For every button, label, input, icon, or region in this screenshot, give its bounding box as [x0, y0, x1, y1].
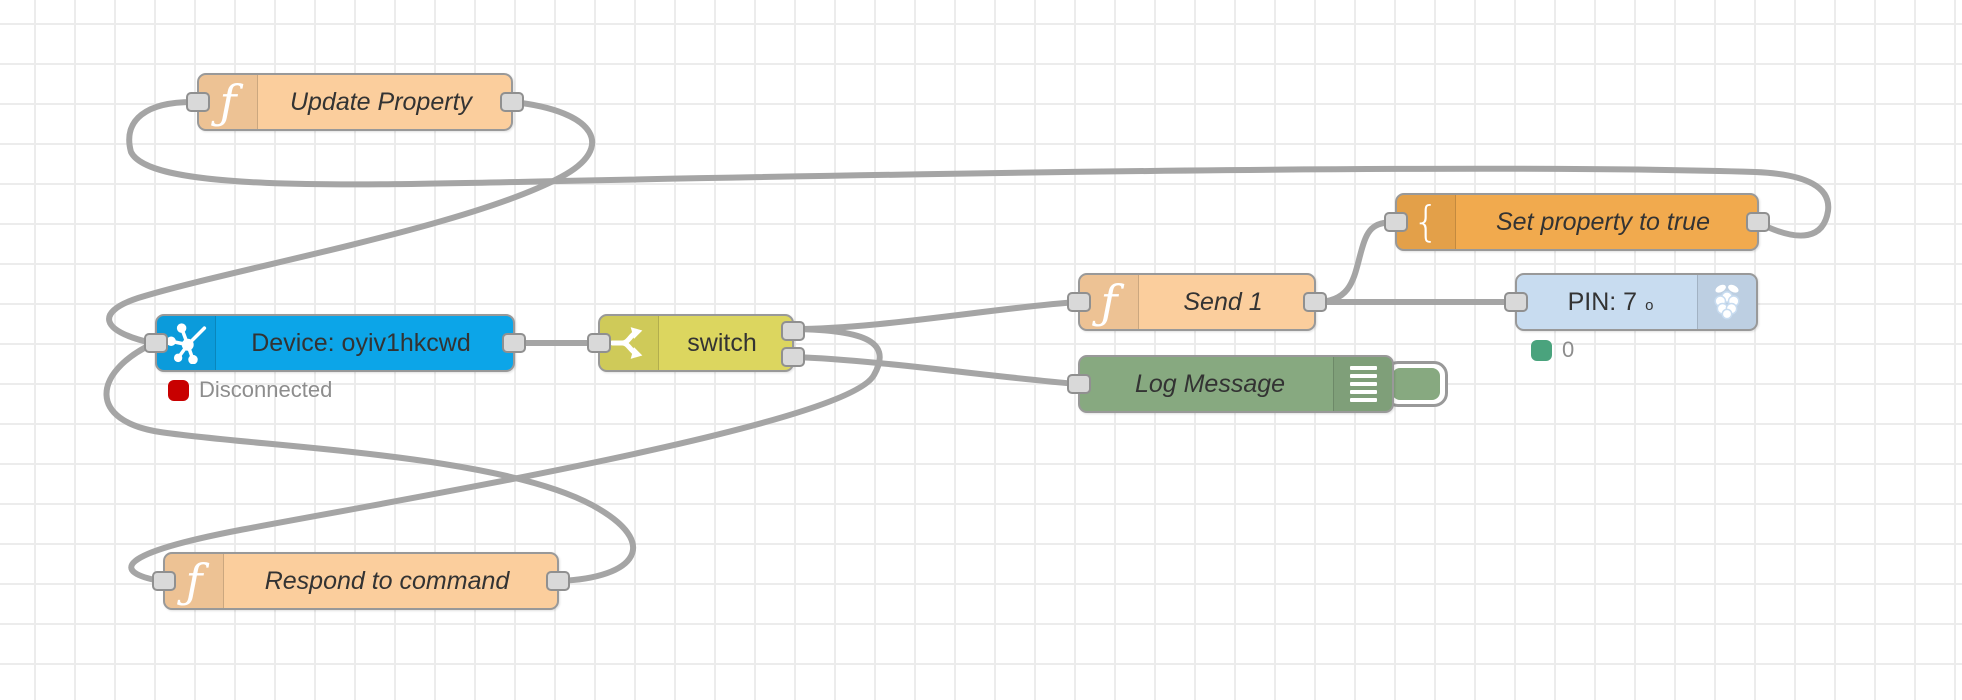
- wire-setprop-to-update[interactable]: [126, 99, 1832, 239]
- node-pin-7[interactable]: PIN: 7 o: [1504, 273, 1758, 331]
- device-status: Disconnected: [168, 377, 332, 403]
- node-label: Set property to true: [1495, 207, 1710, 236]
- pin-mode-suffix: o: [1645, 296, 1654, 314]
- wire-respond-to-device[interactable]: [103, 341, 637, 584]
- node-label: Device: oyiv1hkcwd: [251, 328, 471, 357]
- wire-switch1-to-respond[interactable]: [128, 326, 883, 584]
- raspberry-pi-icon: [1697, 275, 1756, 329]
- node-label: switch: [687, 328, 757, 357]
- input-port[interactable]: [152, 571, 176, 591]
- input-port[interactable]: [587, 333, 611, 353]
- node-set-property-to-true[interactable]: { Set property to true: [1384, 193, 1770, 251]
- input-port[interactable]: [1504, 292, 1528, 312]
- output-port[interactable]: [500, 92, 524, 112]
- output-port-2[interactable]: [781, 347, 805, 367]
- input-port[interactable]: [186, 92, 210, 112]
- node-label: PIN: 7 o: [1567, 287, 1654, 316]
- node-send-1[interactable]: ƒ Send 1: [1067, 273, 1327, 331]
- input-port[interactable]: [144, 333, 168, 353]
- debug-enable-toggle[interactable]: [1384, 361, 1448, 407]
- node-label: Send 1: [1183, 287, 1263, 316]
- node-log-message[interactable]: Log Message: [1067, 355, 1394, 413]
- wire-update-to-device[interactable]: [106, 99, 596, 346]
- node-update-property[interactable]: ƒ Update Property: [186, 73, 524, 131]
- wire-switch1-to-send1[interactable]: [791, 299, 1081, 332]
- status-dot-green: [1531, 339, 1552, 361]
- node-device[interactable]: Device: oyiv1hkcwd: [144, 314, 526, 372]
- node-label: Respond to command: [264, 566, 510, 595]
- node-label: Update Property: [289, 87, 473, 116]
- node-label: Log Message: [1134, 369, 1286, 398]
- pin-status: 0: [1531, 337, 1574, 363]
- wire-switch2-to-log[interactable]: [791, 354, 1081, 387]
- output-port[interactable]: [1303, 292, 1327, 312]
- input-port[interactable]: [1067, 374, 1091, 394]
- node-switch[interactable]: switch: [587, 314, 805, 372]
- status-dot-red: [168, 379, 189, 401]
- node-respond-to-command[interactable]: ƒ Respond to command: [152, 552, 570, 610]
- output-port[interactable]: [502, 333, 526, 353]
- wire-send1-to-setprop[interactable]: [1313, 219, 1398, 305]
- function-icon: ƒ: [199, 75, 258, 129]
- output-port[interactable]: [546, 571, 570, 591]
- input-port[interactable]: [1067, 292, 1091, 312]
- input-port[interactable]: [1384, 212, 1408, 232]
- debug-console-icon: [1333, 357, 1392, 411]
- output-port-1[interactable]: [781, 321, 805, 341]
- output-port[interactable]: [1746, 212, 1770, 232]
